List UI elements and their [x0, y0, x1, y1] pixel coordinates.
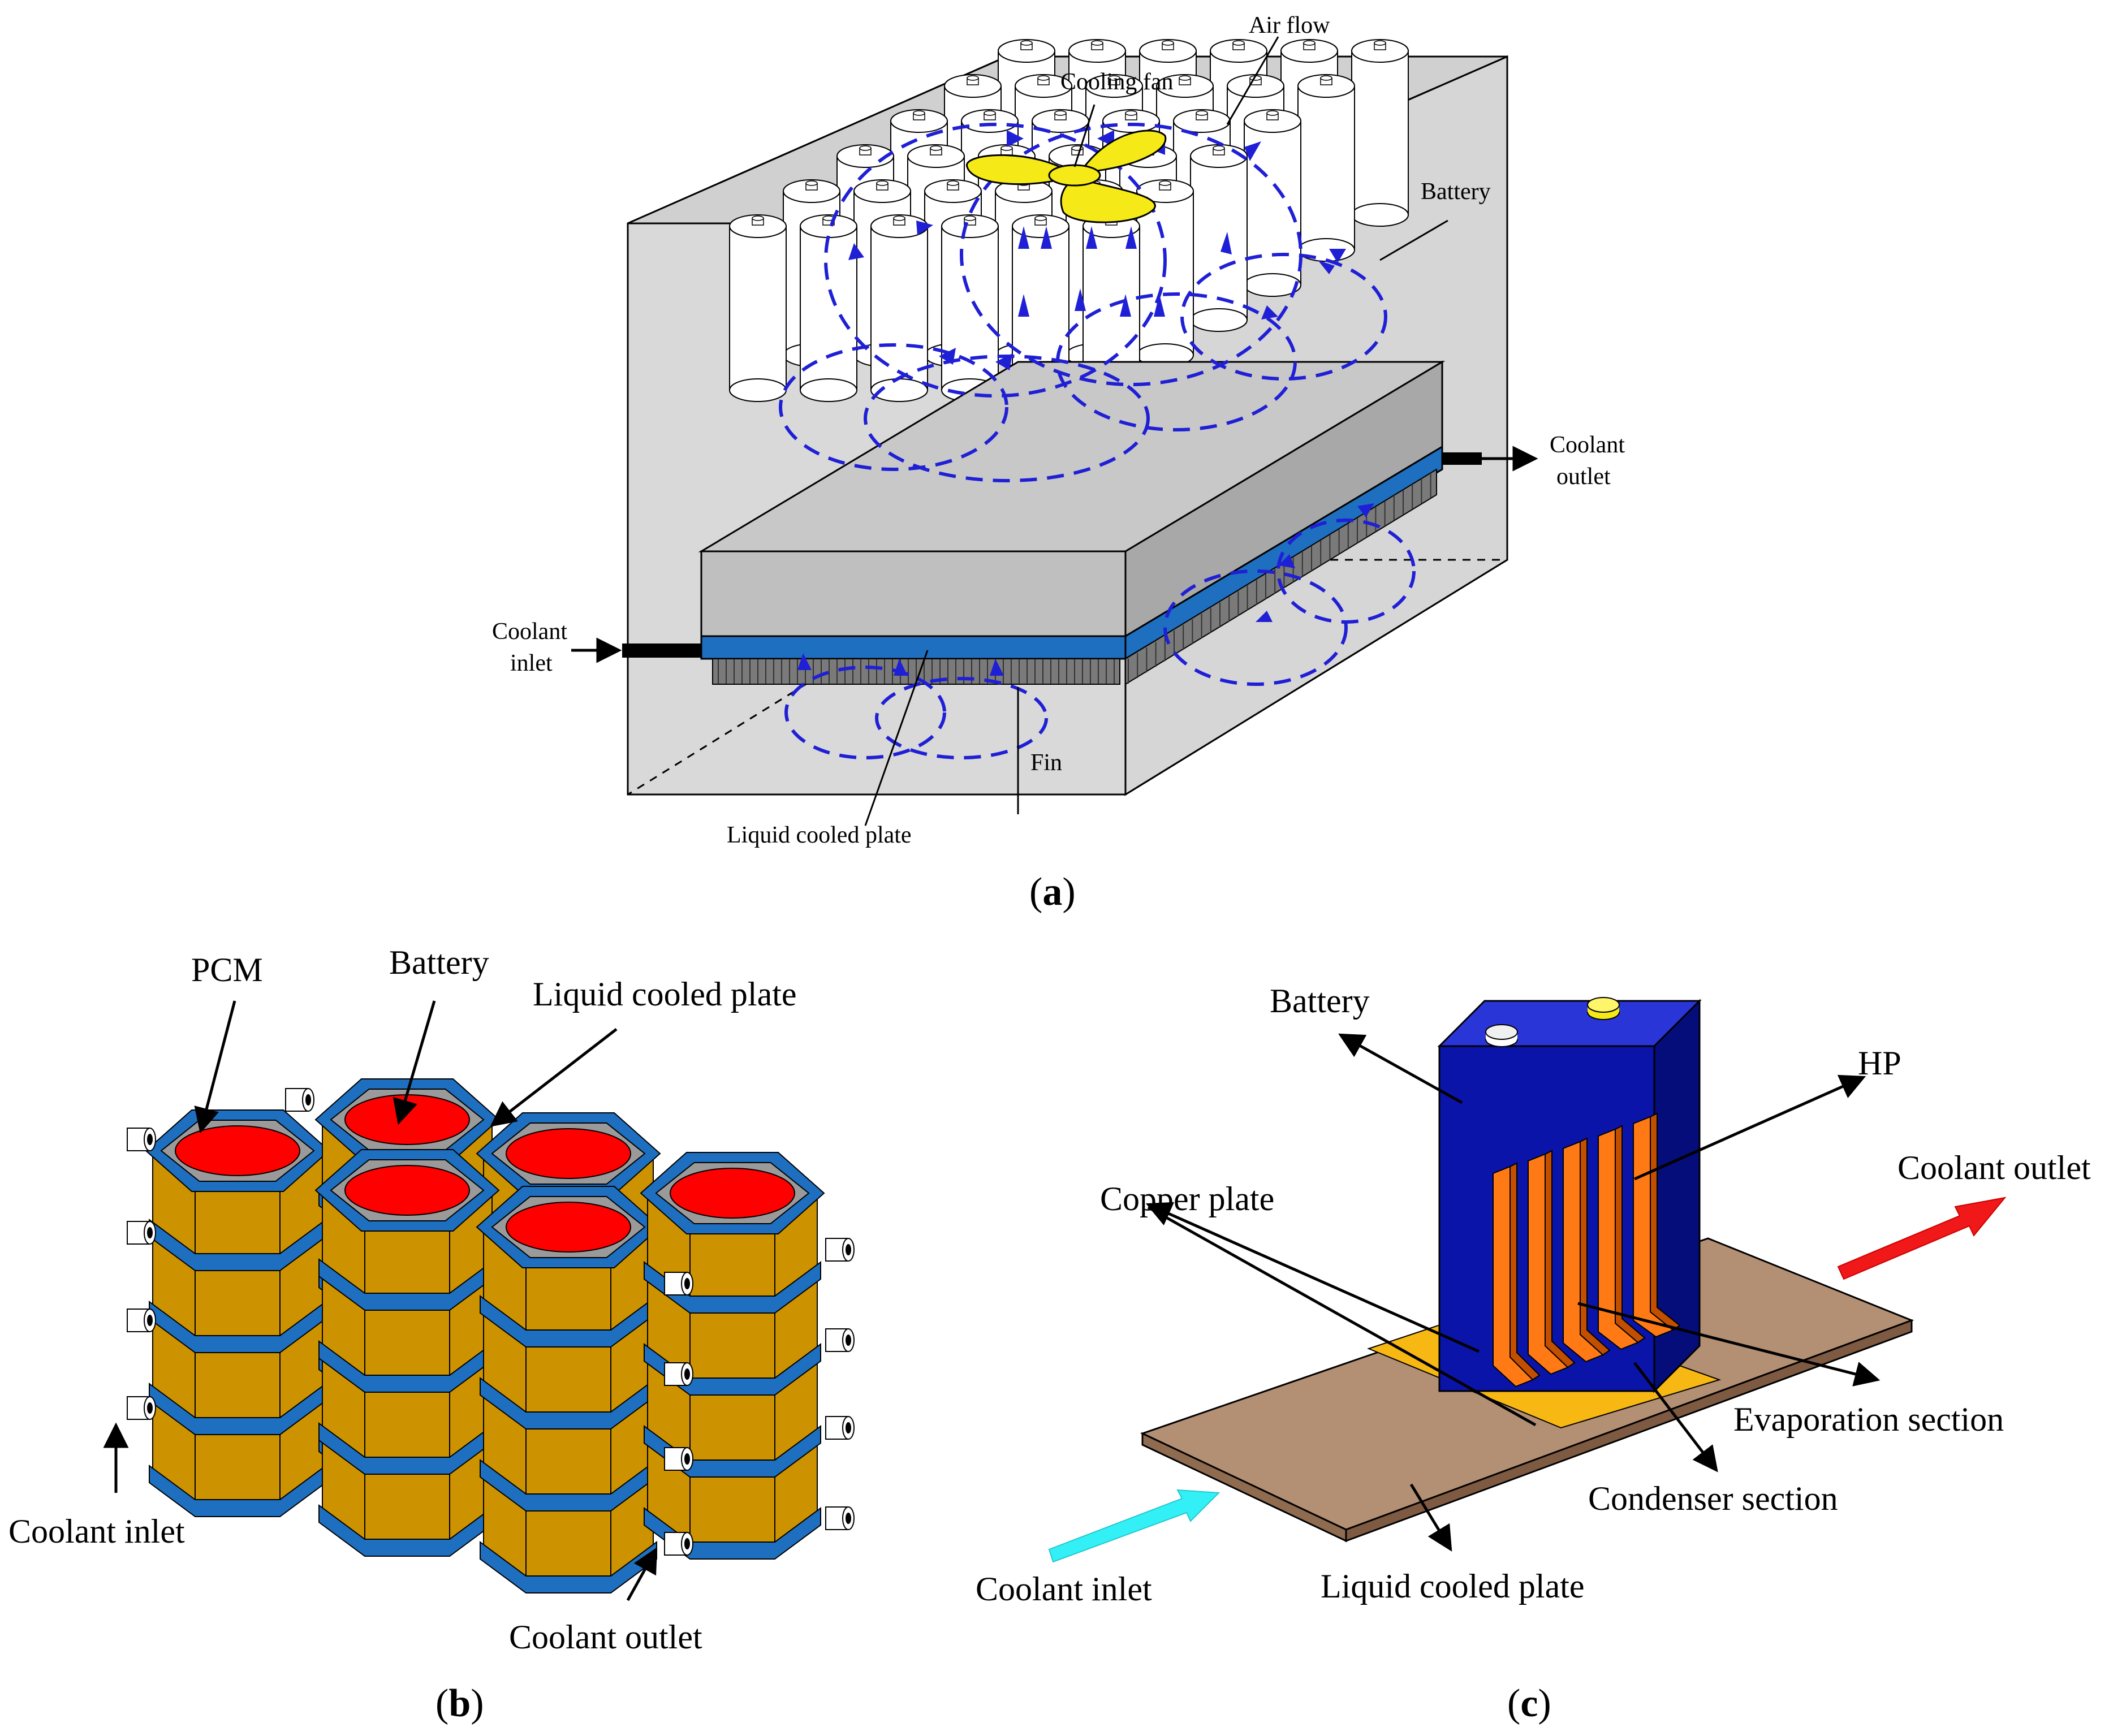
label-air-flow: Air flow [1249, 12, 1330, 38]
hex-battery-module [476, 1186, 661, 1594]
battery-cell [1190, 144, 1248, 332]
hexagon-cell-array [127, 1078, 855, 1594]
caption-c: (c) [1507, 1682, 1551, 1725]
caption-b: (b) [435, 1682, 484, 1725]
label-pcm: PCM [191, 951, 263, 988]
coolant-nozzle [825, 1238, 855, 1262]
coolant-nozzle [664, 1272, 693, 1295]
label-coolant-inlet-b: Coolant inlet [8, 1513, 185, 1550]
heat-pipe [1563, 1137, 1611, 1363]
coolant-nozzle [127, 1309, 156, 1332]
label-liquid-plate-a: Liquid cooled plate [727, 822, 912, 848]
leader-condenser [1633, 1362, 1718, 1472]
label-condenser-section: Condenser section [1588, 1480, 1838, 1517]
coolant-inlet-pipe-a [622, 644, 701, 658]
coolant-nozzle [127, 1221, 156, 1245]
label-coolant-outlet-a-2: outlet [1556, 464, 1611, 490]
label-liquid-plate-b: Liquid cooled plate [533, 975, 797, 1013]
coolant-nozzle [127, 1128, 156, 1151]
battery-cell [870, 214, 928, 402]
coolant-outlet-arrow-c [1837, 1197, 2007, 1280]
air-flow-arrowheads [797, 130, 1374, 676]
label-fin: Fin [1030, 750, 1062, 776]
panel-c-heat-pipe-module: Battery HP Coolant outlet Copper plate E… [976, 982, 2091, 1725]
heat-pipe-array [1493, 1112, 1681, 1388]
leader-coolant-outlet-b [626, 1547, 658, 1601]
leader-copper-plate-2 [1147, 1206, 1537, 1427]
leader-liquid-plate-a [864, 650, 929, 826]
leader-hp [1633, 1074, 1866, 1181]
battery-cell [1351, 39, 1409, 227]
battery-cell [1297, 74, 1355, 262]
hex-battery-module [314, 1149, 500, 1557]
heat-pipe [1493, 1162, 1541, 1388]
label-copper-plate: Copper plate [1100, 1180, 1274, 1217]
air-flow-loops [779, 123, 1416, 759]
label-hp: HP [1858, 1044, 1901, 1082]
label-coolant-inlet-a-1: Coolant [492, 619, 567, 645]
caption-a: (a) [1029, 870, 1076, 914]
leader-battery-a [1379, 219, 1448, 261]
leader-copper-plate-1 [1145, 1202, 1480, 1353]
label-cooling-fan: Cooling fan [1060, 69, 1173, 95]
label-evaporation-section: Evaporation section [1733, 1401, 2004, 1438]
label-battery-b: Battery [389, 944, 489, 981]
battery-cell [729, 214, 787, 402]
leader-cooling-fan [1073, 104, 1096, 167]
coolant-nozzle [825, 1328, 855, 1352]
label-liquid-plate-c: Liquid cooled plate [1321, 1567, 1585, 1605]
label-coolant-outlet-c: Coolant outlet [1897, 1149, 2091, 1186]
panel-a-air-liquid-cooling: Air flow Cooling fan Battery Coolant out… [492, 12, 1625, 914]
battery-cell [800, 214, 857, 402]
label-coolant-inlet-a-2: inlet [510, 650, 553, 676]
coolant-nozzle [664, 1532, 693, 1556]
battery-cell-array [729, 39, 1409, 402]
coolant-nozzle [285, 1088, 314, 1112]
panel-b-pcm-hexagon-module: PCM Battery Liquid cooled plate Coolant … [8, 944, 855, 1725]
label-battery-c: Battery [1270, 982, 1370, 1020]
coolant-nozzle [664, 1447, 693, 1471]
label-coolant-outlet-a-1: Coolant [1550, 432, 1625, 458]
coolant-nozzle [664, 1362, 693, 1386]
coolant-nozzle [127, 1396, 156, 1420]
heat-pipe [1528, 1150, 1576, 1375]
heat-pipe [1633, 1112, 1681, 1338]
leader-air-flow [1226, 36, 1279, 125]
leader-battery-c [1338, 1033, 1463, 1104]
coolant-nozzle [825, 1416, 855, 1440]
coolant-outlet-pipe-a [1442, 452, 1482, 465]
leader-liquid-plate-c [1409, 1483, 1452, 1552]
cooling-fan [966, 129, 1167, 223]
leader-battery-b [393, 1000, 436, 1125]
hex-battery-module [145, 1109, 330, 1517]
leader-liquid-plate-b [490, 1028, 618, 1127]
coolant-inlet-arrow-c [1048, 1489, 1220, 1563]
leader-evaporation [1577, 1302, 1881, 1387]
battery-cell [1244, 109, 1301, 297]
label-battery-a: Battery [1421, 179, 1491, 205]
label-coolant-inlet-c: Coolant inlet [976, 1570, 1152, 1608]
battery-tray [698, 360, 1446, 638]
heat-pipe [1598, 1125, 1646, 1350]
leader-pcm [194, 1000, 236, 1134]
hex-battery-module [640, 1152, 825, 1560]
coolant-nozzle [825, 1506, 855, 1530]
label-coolant-outlet-b: Coolant outlet [509, 1618, 702, 1656]
